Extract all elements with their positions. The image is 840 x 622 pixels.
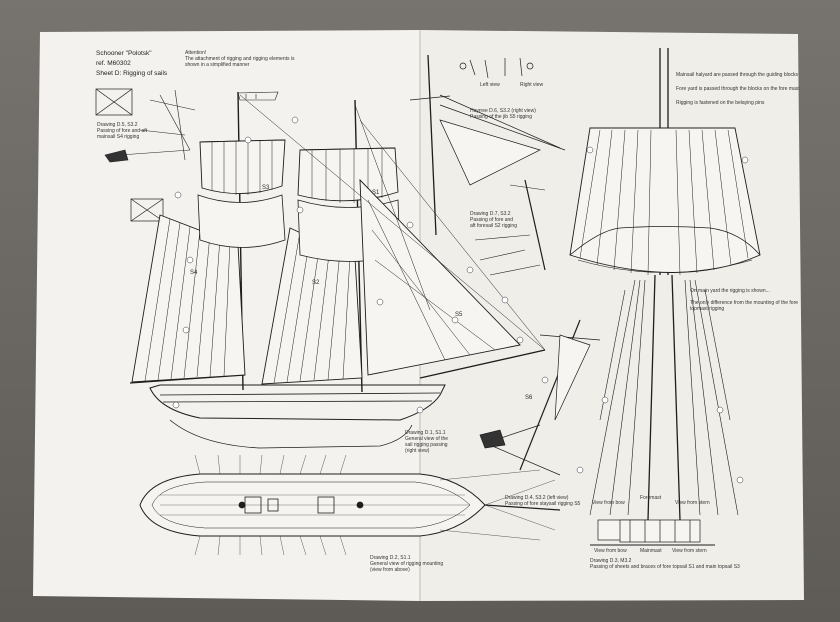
rigging-markers-right: [466, 146, 749, 484]
note-block-3: Rigging is fastened on the belaying pins: [676, 100, 765, 106]
sail-s6: [239, 94, 546, 351]
detail-d4-drawing: [479, 319, 601, 476]
caption-d7-line2: Passing of fore and: [470, 217, 514, 223]
caption-d6-line2: Passing of the jib S5 rigging: [470, 114, 532, 120]
caption-d3-title: Drawing D.3, M3.2: [590, 558, 632, 564]
sheet-reference: ref. M60302: [96, 60, 131, 67]
detail-d5-drawing: [104, 89, 196, 163]
label-view-from-bow-1: View from bow: [592, 500, 625, 506]
rigging-markers: [172, 116, 524, 414]
attention-line-1: The attachment of rigging and rigging el…: [185, 56, 295, 62]
note-block-2: Fore yard is passed through the blocks o…: [676, 86, 800, 92]
mast-shrouds-d3: [589, 274, 739, 521]
sail-label-s6: S6: [525, 395, 533, 401]
sail-label-s2: S2: [312, 280, 320, 286]
caption-d2-title: Drawing D.2, S1.1: [370, 555, 411, 561]
caption-d4-line2: Passing of fore staysail rigging S5: [505, 501, 581, 507]
sail-label-s4: S4: [190, 270, 198, 276]
attention-heading: Attention!: [185, 50, 207, 56]
caption-d3-line2: Passing of sheets and braces of fore top…: [590, 564, 740, 570]
caption-d7-title: Drawing D.7, S3.2: [470, 211, 511, 217]
sail-label-s3: S3: [262, 185, 270, 191]
flag-top: [95, 88, 133, 116]
caption-d1-line4: (right view): [405, 448, 430, 454]
caption-d7-line3: aft foresail S2 rigging: [470, 223, 517, 229]
sail-s3: [199, 139, 286, 195]
sheet-subtitle: Sheet D: Rigging of sails: [96, 70, 168, 77]
note-block-5: The only difference from the mounting of…: [690, 300, 799, 306]
flag-mid: [130, 198, 164, 222]
sail-s4: [131, 214, 246, 383]
caption-d1-title: Drawing D.1, S1.1: [405, 430, 446, 436]
caption-d5-line3: mainsail S4 rigging: [97, 134, 140, 140]
caption-d1-line2: General view of the: [405, 436, 449, 442]
caption-left-view: Left view: [480, 82, 500, 88]
caption-d1-line3: sail rigging passing: [405, 442, 448, 448]
caption-d5-title: Drawing D.5, S3.2: [97, 122, 138, 128]
attention-line-2: shown in a simplified manner: [185, 62, 250, 68]
sail-s1: [297, 147, 399, 203]
label-view-from-stern-1: View from stern: [675, 500, 710, 506]
caption-d2-line2: General view of rigging mounting: [370, 561, 444, 567]
foremast-square-sail: [569, 48, 761, 276]
detail-d7-drawing: [474, 179, 546, 276]
label-mainmast: Mainmast: [640, 548, 662, 554]
sheet-title: Schooner "Polotsk": [96, 50, 152, 57]
note-block-6: topmast rigging: [690, 306, 725, 312]
mast-pennant: [237, 91, 279, 101]
deck-views-bottom: [590, 519, 715, 546]
caption-d6-title: Hayrree D.6, S3.2 (right view): [470, 108, 536, 114]
detail-d6-drawing: [409, 54, 566, 236]
caption-d2-line3: (view from above): [370, 567, 410, 573]
label-foremast: Foremast: [640, 495, 662, 501]
sail-label-s5: S5: [455, 312, 463, 318]
label-view-from-stern-2: View from stern: [672, 548, 707, 554]
label-view-from-bow-2: View from bow: [594, 548, 627, 554]
caption-d5-line2: Passing of fore and aft: [97, 128, 148, 134]
note-block-1: Mainsail halyard are passed through the …: [676, 72, 799, 78]
caption-d4-title: Drawing D.4, S3.2 (left view): [505, 495, 569, 501]
deck-rigging-lines: [194, 454, 556, 556]
deck-plan-view: [139, 473, 561, 537]
sail-label-s1: S1: [372, 190, 380, 196]
caption-right-view: Right view: [520, 82, 544, 88]
note-block-4: On main yard the rigging is shown...: [690, 288, 770, 294]
